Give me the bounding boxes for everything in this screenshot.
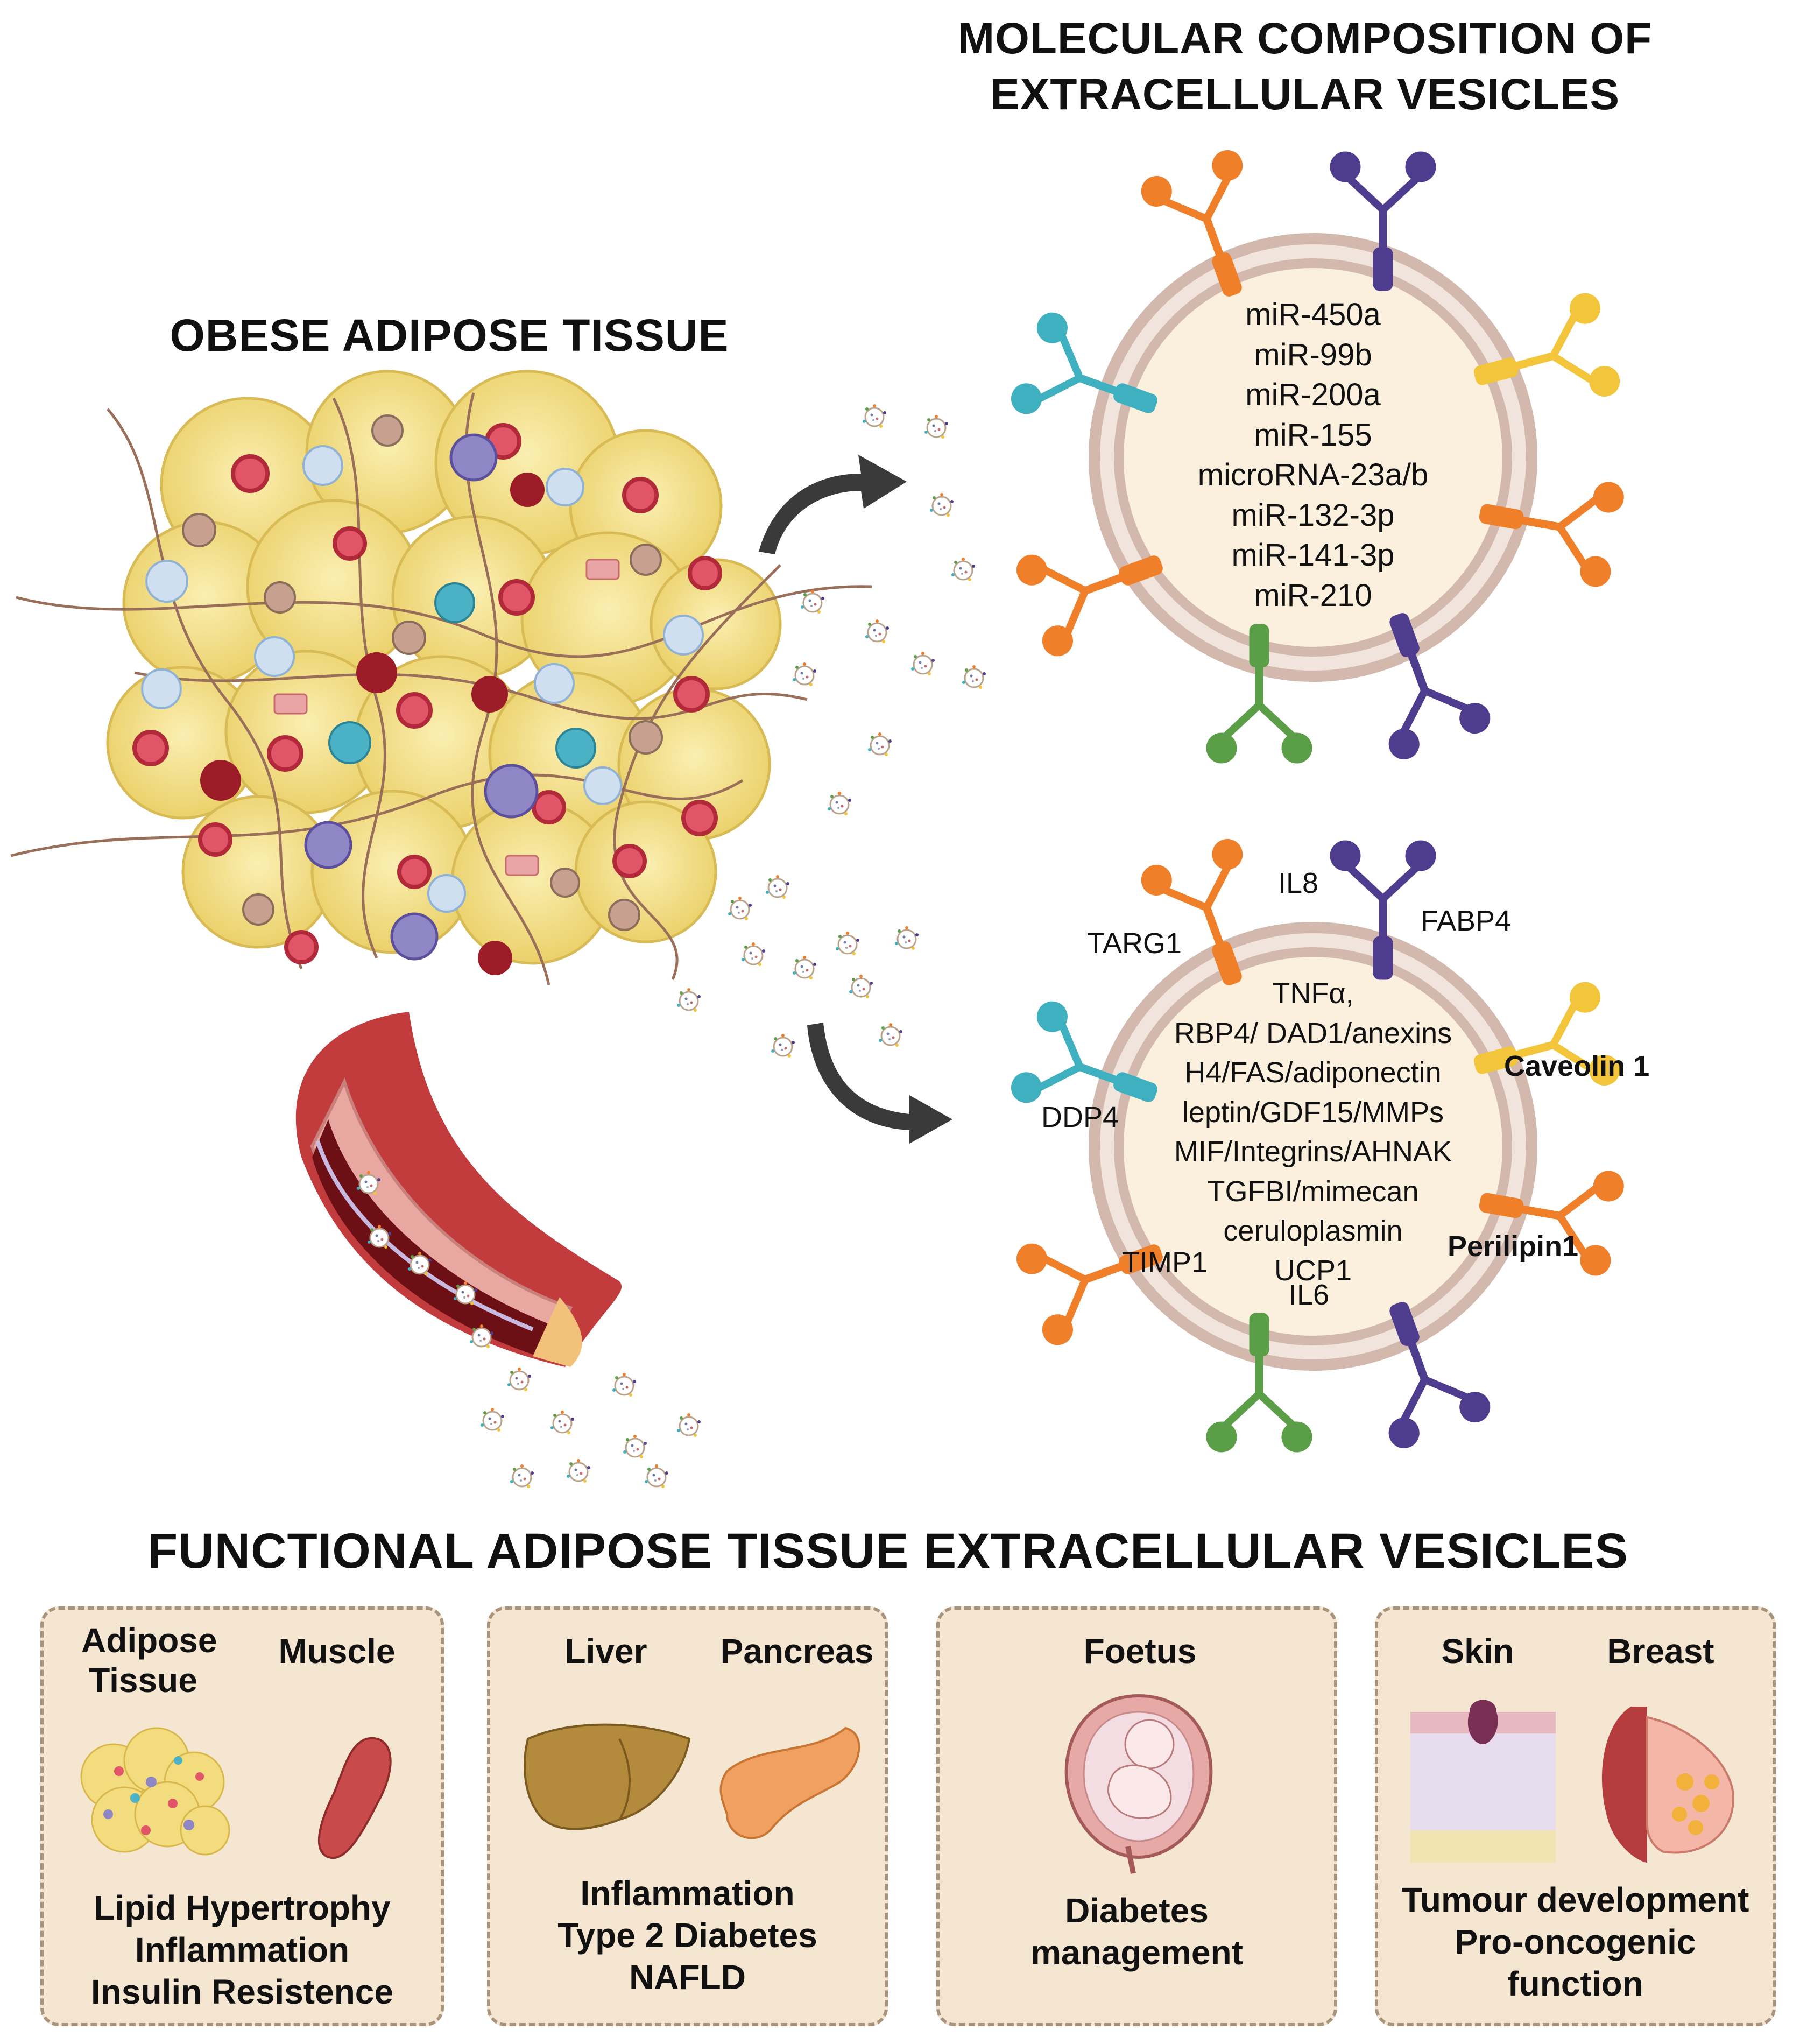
organ-label-muscle: Muscle [278,1632,396,1671]
foetus-illustration [1064,1694,1213,1874]
adipose-tissue-cluster [10,370,872,985]
panel-adipose-muscle: Adipose Tissue Muscle Lipid Hypertrophy … [40,1606,444,2026]
organ-label-adipose: Adipose Tissue [81,1621,217,1700]
label-il8: IL8 [1278,867,1319,899]
mirna-item: miR-132-3p [1231,497,1395,533]
mirna-item: miR-141-3p [1231,538,1395,573]
protein-item: TGFBI/mimecan [1207,1175,1419,1208]
protein-item: MIF/Integrins/AHNAK [1174,1136,1452,1168]
effect-item: Pro-oncogenic [1455,1922,1696,1961]
protein-item: H4/FAS/adiponectin [1184,1056,1442,1089]
effect-item: management [1030,1933,1243,1972]
effect-item: Inflammation [580,1874,795,1913]
organ-label-pancreas: Pancreas [720,1632,874,1671]
effect-item: NAFLD [629,1958,746,1997]
label-il6: IL6 [1289,1279,1330,1311]
panel-skin-breast: Skin Breast Tumour development Pro-oncog… [1375,1606,1776,2026]
skin-breast-illustration [1410,1700,1735,1863]
label-targ1: TARG1 [1087,927,1182,960]
organ-label-foetus: Foetus [1083,1632,1197,1671]
mirna-item: miR-210 [1254,577,1372,613]
obese-tissue-title: OBESE ADIPOSE TISSUE [170,310,729,361]
panel-liver-pancreas: Liver Pancreas Inflammation Type 2 Diabe… [487,1606,888,2026]
release-arrows [759,455,952,1144]
label-perilipin: Perilipin1 [1448,1230,1579,1263]
liver-pancreas-illustration [524,1723,860,1839]
organ-label-liver: Liver [564,1632,647,1671]
effect-item: Inflammation [135,1930,350,1969]
panel-foetus: Foetus Diabetes management [936,1606,1337,2026]
label-caveolin: Caveolin 1 [1504,1050,1650,1082]
protein-item: UCP1 [1274,1254,1352,1287]
organ-label-breast: Breast [1607,1632,1714,1671]
effects-panel-2: Inflammation Type 2 Diabetes NAFLD [490,1872,885,1998]
adipose-muscle-illustration [80,1727,392,1859]
mirna-item: miR-99b [1254,337,1372,372]
protein-item: leptin/GDF15/MMPs [1182,1096,1444,1129]
mirna-item: microRNA-23a/b [1197,457,1429,492]
effect-item: Lipid Hypertrophy [94,1888,391,1927]
effect-item: Insulin Resistence [91,1972,393,2011]
mirna-item: miR-450a [1245,297,1381,332]
mirna-vesicle [1007,146,1626,764]
protein-cargo-list: TNFα, RBP4/ DAD1/anexins H4/FAS/adiponec… [1146,974,1480,1291]
effect-item: Type 2 Diabetes [557,1916,817,1955]
label-timp1: TIMP1 [1122,1246,1208,1279]
mirna-cargo-list: miR-450a miR-99b miR-200a miR-155 microR… [1146,295,1480,616]
effect-item: function [1507,1964,1643,2003]
label-ddp4: DDP4 [1041,1101,1119,1133]
protein-vesicle [1007,835,1626,1453]
composition-title: MOLECULAR COMPOSITION OF EXTRACELLULAR V… [957,14,1653,119]
effects-panel-1: Lipid Hypertrophy Inflammation Insulin R… [44,1887,441,2013]
effects-panel-4: Tumour development Pro-oncogenic functio… [1378,1879,1773,2005]
effect-item: Tumour development [1401,1880,1749,1919]
organ-label-skin: Skin [1441,1632,1514,1671]
effect-item: Diabetes [1065,1891,1209,1930]
label-fabp4: FABP4 [1421,905,1512,937]
protein-item: TNFα, [1272,977,1354,1010]
functional-title: FUNCTIONAL ADIPOSE TISSUE EXTRACELLULAR … [147,1524,1628,1578]
mirna-item: miR-200a [1245,377,1381,412]
effects-panel-3: Diabetes management [940,1890,1334,1973]
protein-item: RBP4/ DAD1/anexins [1174,1017,1452,1049]
mirna-item: miR-155 [1254,417,1372,453]
protein-item: ceruloplasmin [1223,1215,1403,1247]
blood-vessel [295,1012,622,1392]
